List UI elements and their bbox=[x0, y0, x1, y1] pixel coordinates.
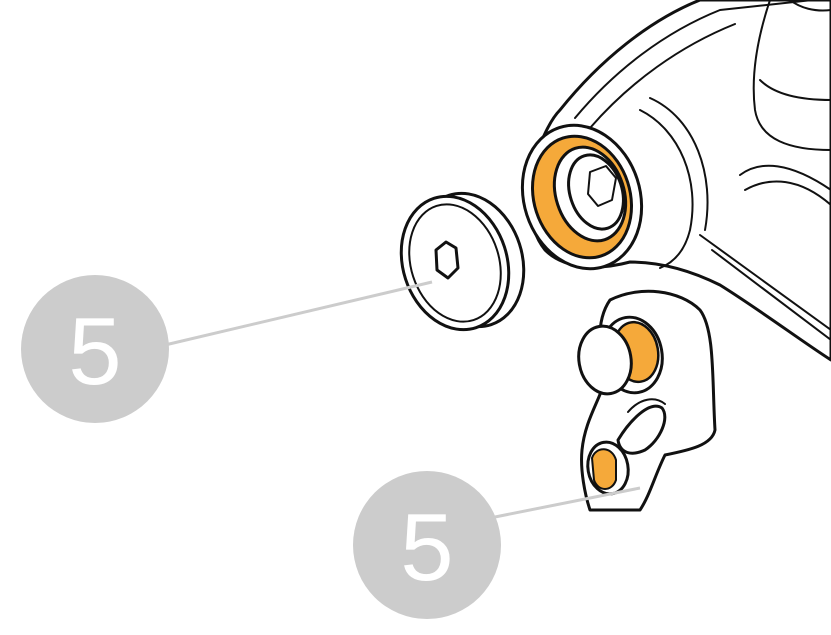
frame-lug-outline bbox=[752, 0, 831, 151]
callout-2: 5 bbox=[353, 471, 641, 619]
frame-tube-line-3 bbox=[739, 164, 831, 191]
hex-socket-icon bbox=[434, 240, 460, 280]
dropout-cutout bbox=[616, 404, 667, 455]
frame-eyelet-ridge bbox=[639, 109, 694, 269]
frame-tube-line-4 bbox=[744, 180, 831, 206]
callout-2-leader-line bbox=[494, 486, 641, 519]
dropout-boss-front bbox=[577, 324, 633, 396]
callout-1-leader-line bbox=[164, 280, 433, 347]
frame-arm-contour-2 bbox=[589, 23, 736, 129]
callout-1: 5 bbox=[21, 275, 433, 423]
frame-arm-contour-1 bbox=[574, 0, 822, 119]
dropout-cutout-edge bbox=[627, 398, 666, 413]
frame-eyelet-bore bbox=[567, 153, 625, 231]
callout-1-label: 5 bbox=[68, 298, 121, 405]
frame-tube-line-1 bbox=[699, 234, 831, 331]
frame-tube-line-2 bbox=[711, 249, 831, 341]
frame-eyelet-ridge-2 bbox=[649, 97, 709, 231]
dropout-hanger bbox=[577, 289, 717, 512]
callout-1-circle bbox=[21, 275, 169, 423]
bolt-cap bbox=[399, 191, 526, 332]
frame-lug-outline-3 bbox=[759, 79, 831, 101]
bolt-cap-face-ring bbox=[408, 203, 502, 323]
callout-2-label: 5 bbox=[400, 494, 453, 601]
frame-eyelet-hex-socket bbox=[587, 165, 617, 207]
callout-2-circle bbox=[353, 471, 501, 619]
frame-arm bbox=[520, 0, 831, 362]
dropout-lower-bushing bbox=[590, 448, 617, 490]
frame-lug-outline-2 bbox=[789, 0, 831, 12]
